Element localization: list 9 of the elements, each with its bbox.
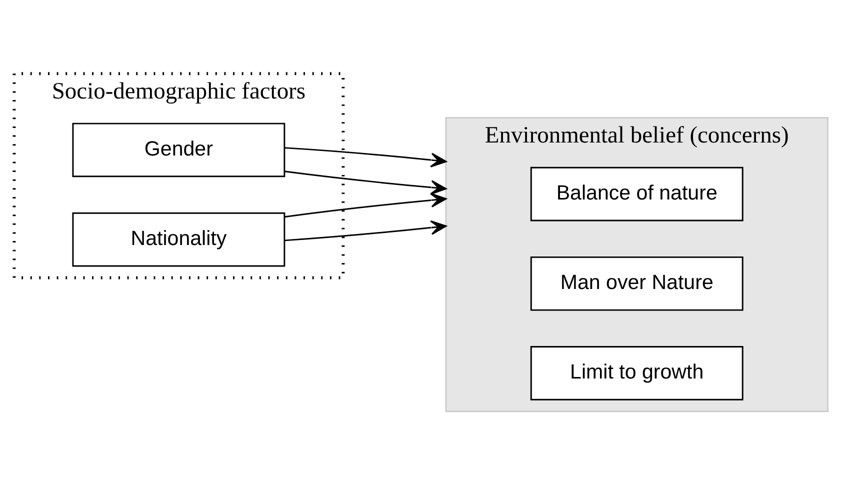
arrow <box>284 192 447 218</box>
arrow <box>284 146 447 167</box>
node-box: Gender <box>72 122 286 177</box>
node-box: Nationality <box>72 212 286 266</box>
arrow <box>284 170 447 194</box>
node-box: Man over Nature <box>530 256 744 310</box>
node-box: Limit to growth <box>530 346 744 400</box>
arrow <box>284 220 447 241</box>
node-box: Balance of nature <box>530 166 744 221</box>
